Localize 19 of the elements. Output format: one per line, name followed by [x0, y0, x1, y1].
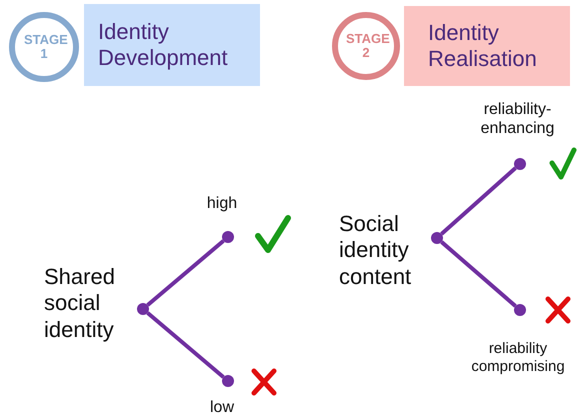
branch-dot	[431, 232, 443, 244]
branch-dot	[222, 231, 234, 243]
connector-line	[440, 240, 517, 308]
connector-line	[440, 166, 517, 236]
branch-label: Shared social identity	[44, 264, 116, 344]
branch-dot	[514, 158, 526, 170]
title-box: Identity Realisation	[404, 6, 570, 86]
title-box: Identity Development	[84, 4, 260, 86]
branch-label: Social identity content	[339, 211, 412, 290]
branch-label: reliability compromising	[470, 340, 566, 376]
branch-label: low	[208, 398, 235, 418]
branch-label: high	[206, 194, 238, 214]
branch-dot	[514, 304, 526, 316]
branch-label: reliability-enhancing	[480, 100, 556, 138]
branch-dot	[222, 375, 234, 387]
connector-line	[146, 311, 225, 379]
stage-badge: STAGE 1	[9, 12, 79, 82]
branch-dot	[137, 303, 149, 315]
connector-line	[146, 239, 225, 307]
